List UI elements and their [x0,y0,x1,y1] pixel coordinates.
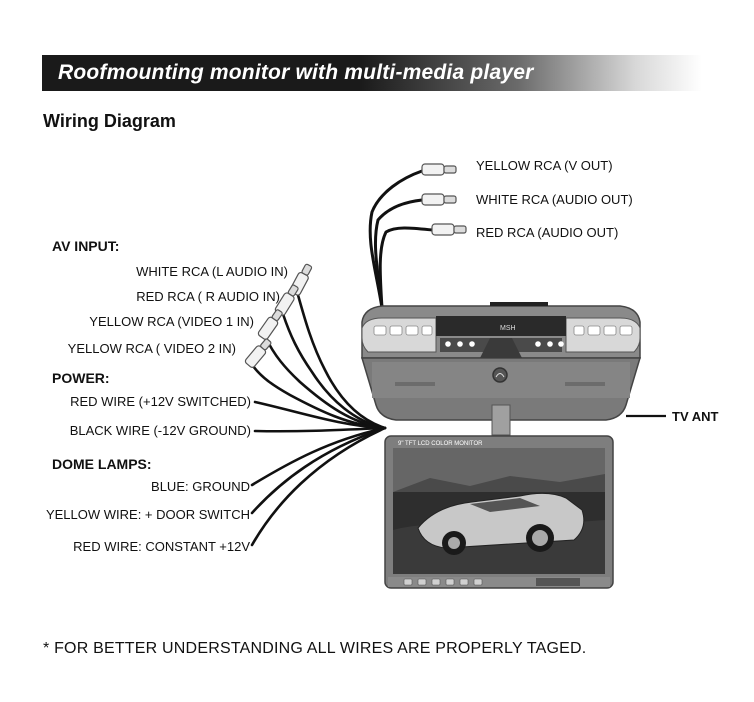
output-label-yellow-v-out: YELLOW RCA (V OUT) [476,158,613,173]
output-rca-plugs [421,163,467,236]
wire-yellow-video2-in [251,364,387,430]
flip-down-screen: 9" TFT LCD COLOR MONITOR [384,435,614,589]
dome-lamps-label: YELLOW WIRE: + DOOR SWITCH [45,507,250,522]
wire-red-r-audio-in [281,312,387,430]
power-heading: POWER: [52,370,110,386]
dome-lamps-label: RED WIRE: CONSTANT +12V [73,539,250,554]
dome-lamps-heading: DOME LAMPS: [52,456,152,472]
output-label-white-audio-out: WHITE RCA (AUDIO OUT) [476,192,633,207]
rca-plug-red-audio-out-icon [431,223,467,236]
av-input-heading: AV INPUT: [52,238,120,254]
av-input-label: RED RCA ( R AUDIO IN) [136,289,280,304]
title-banner: Roofmounting monitor with multi-media pl… [42,55,702,91]
av-input-label: YELLOW RCA ( VIDEO 2 IN) [67,341,236,356]
wire-white-audio-out [373,198,424,310]
wire-blue-ground [250,426,387,487]
banner-title: Roofmounting monitor with multi-media pl… [58,61,534,84]
power-label: BLACK WIRE (-12V GROUND) [69,423,251,438]
input-cable-harness [250,293,387,547]
av-input-label: YELLOW RCA (VIDEO 1 IN) [89,314,254,329]
svg-text:MSH: MSH [500,325,516,332]
wire-yellow-door-switch [250,426,387,515]
power-label: RED WIRE (+12V SWITCHED) [70,394,251,409]
wire-red-audio-out [378,226,434,310]
rca-plug-yellow-v-out-icon [421,163,457,176]
rca-plug-yellow-video2-in-icon [244,338,272,368]
wire-red-constant-12v [250,426,387,547]
monitor-hinge [491,404,511,436]
wire-red-12v-switched [253,400,387,430]
dvd-slot [490,302,548,306]
wire-yellow-v-out [368,169,424,310]
monitor-housing: MSH [360,302,642,436]
ir-sensor-icon [492,367,508,383]
av-input-label: WHITE RCA (L AUDIO IN) [136,264,288,279]
input-rca-plugs [244,263,313,368]
screen-caption: 9" TFT LCD COLOR MONITOR [398,441,483,447]
rca-plug-yellow-video1-in-icon [257,309,283,340]
wire-white-l-audio-in [296,293,387,430]
wire-black-12v-ground [253,426,387,433]
dome-lamps-label: BLUE: GROUND [151,479,250,494]
output-label-red-audio-out: RED RCA (AUDIO OUT) [476,225,619,240]
footnote: * FOR BETTER UNDERSTANDING ALL WIRES ARE… [43,640,587,657]
section-title: Wiring Diagram [43,111,176,131]
rca-plug-white-audio-out-icon [421,193,457,206]
wire-yellow-video1-in [264,336,387,430]
tv-ant-label: TV ANT [672,409,719,424]
output-cable-bundle [368,169,434,310]
